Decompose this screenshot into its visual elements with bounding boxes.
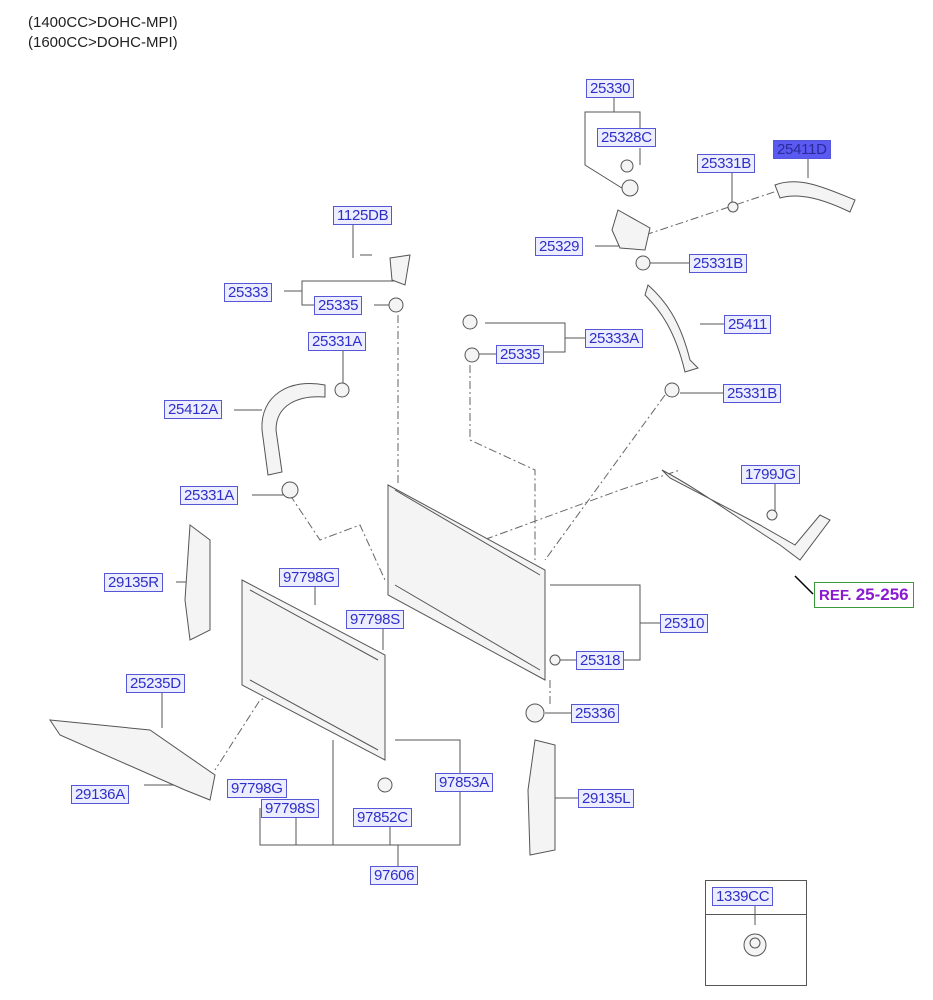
part-label-25412A[interactable]: 25412A bbox=[164, 400, 222, 419]
part-label-25328C[interactable]: 25328C bbox=[597, 128, 656, 147]
engine-spec-2: (1600CC>DOHC-MPI) bbox=[28, 34, 178, 51]
engine-spec-1: (1400CC>DOHC-MPI) bbox=[28, 14, 178, 31]
part-label-25335[interactable]: 25335 bbox=[496, 345, 545, 364]
part-label-29136A[interactable]: 29136A bbox=[71, 785, 129, 804]
part-label-25331B[interactable]: 25331B bbox=[697, 154, 755, 173]
ref-link[interactable]: REF. 25-256 bbox=[814, 582, 914, 608]
part-label-25331B[interactable]: 25331B bbox=[689, 254, 747, 273]
part-label-29135L[interactable]: 29135L bbox=[578, 789, 635, 808]
part-label-25333A[interactable]: 25333A bbox=[585, 329, 643, 348]
part-label-25310[interactable]: 25310 bbox=[660, 614, 709, 633]
part-label-97853A[interactable]: 97853A bbox=[435, 773, 493, 792]
part-label-25411D[interactable]: 25411D bbox=[773, 140, 831, 159]
hose-25411D bbox=[774, 181, 856, 213]
hose-25411 bbox=[644, 284, 699, 373]
ref-code: 25-256 bbox=[855, 585, 909, 604]
part-label-25331A[interactable]: 25331A bbox=[180, 486, 238, 505]
leader-lines bbox=[144, 97, 814, 925]
part-label-25235D[interactable]: 25235D bbox=[126, 674, 185, 693]
part-label-25331B[interactable]: 25331B bbox=[723, 384, 781, 403]
pipe-1799JG bbox=[661, 469, 831, 561]
part-label-25411[interactable]: 25411 bbox=[724, 315, 772, 334]
parts bbox=[48, 159, 856, 957]
ref-prefix: REF. bbox=[819, 587, 852, 604]
part-label-97798S[interactable]: 97798S bbox=[261, 799, 319, 818]
part-label-1339CC[interactable]: 1339CC bbox=[712, 887, 774, 906]
part-label-97798G[interactable]: 97798G bbox=[227, 779, 287, 798]
part-label-97852C[interactable]: 97852C bbox=[353, 808, 412, 827]
bracket-29135L bbox=[527, 739, 556, 856]
part-label-25318[interactable]: 25318 bbox=[576, 651, 625, 670]
part-label-25329[interactable]: 25329 bbox=[535, 237, 584, 256]
dashed-lines bbox=[214, 189, 781, 771]
part-label-25330[interactable]: 25330 bbox=[586, 79, 635, 98]
hose-25412A bbox=[261, 383, 326, 476]
part-label-97798G[interactable]: 97798G bbox=[279, 568, 339, 587]
part-label-25331A[interactable]: 25331A bbox=[308, 332, 366, 351]
air-guard-29136A bbox=[48, 719, 216, 801]
part-label-25336[interactable]: 25336 bbox=[571, 704, 620, 723]
part-label-25333[interactable]: 25333 bbox=[224, 283, 273, 302]
part-1339CC-box bbox=[705, 880, 807, 986]
part-label-1799JG[interactable]: 1799JG bbox=[741, 465, 800, 484]
thermostat-housing bbox=[611, 209, 651, 251]
part-label-1125DB[interactable]: 1125DB bbox=[333, 206, 393, 225]
condenser bbox=[241, 579, 386, 761]
part-label-25335[interactable]: 25335 bbox=[314, 296, 363, 315]
radiator bbox=[387, 484, 546, 681]
part-label-97606[interactable]: 97606 bbox=[370, 866, 419, 885]
bracket-29135R bbox=[184, 524, 211, 641]
part-label-29135R[interactable]: 29135R bbox=[104, 573, 163, 592]
part-label-97798S[interactable]: 97798S bbox=[346, 610, 404, 629]
